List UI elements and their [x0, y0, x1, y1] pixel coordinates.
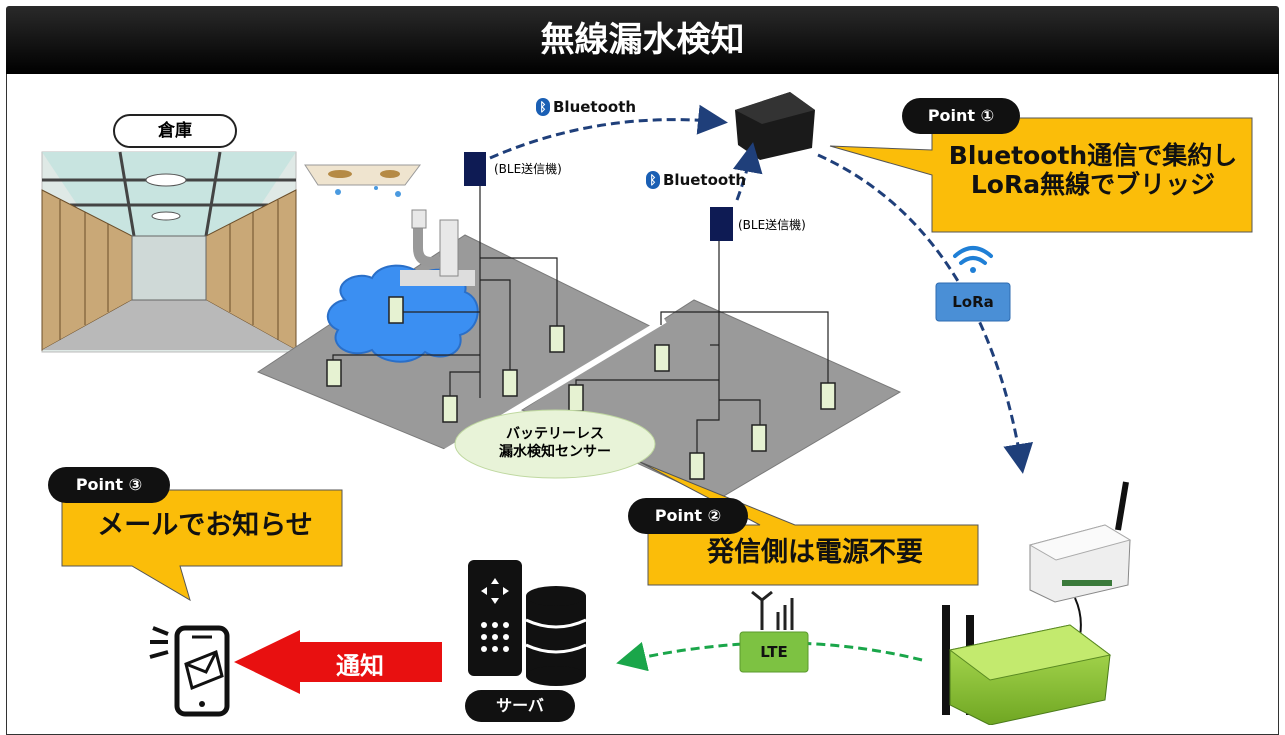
lte-label: LTE: [760, 643, 788, 661]
lora-gateway-device: [1028, 481, 1132, 646]
ble-transmitter-label-1: (BLE送信機): [494, 162, 562, 176]
point2-text: 発信側は電源不要: [707, 537, 923, 568]
point3-tag: Point ③: [48, 467, 170, 503]
lora-box: [935, 282, 1011, 322]
sensor: [654, 344, 670, 372]
bridge-device: [735, 92, 815, 160]
bluetooth-arrow-1: [489, 104, 728, 160]
bluetooth-icon: ᛒ: [536, 98, 550, 116]
lte-box: [739, 631, 809, 673]
title-bar: 無線漏水検知: [6, 6, 1279, 74]
wifi-icon: [953, 246, 993, 273]
notify-arrow: [234, 630, 442, 694]
point1-text: Bluetooth通信で集約し LoRa無線でブリッジ: [948, 141, 1238, 199]
ble-transmitter-label-2: (BLE送信機): [738, 218, 806, 232]
notify-label: 通知: [336, 652, 384, 680]
point3-callout-bg: [61, 489, 343, 602]
pipe-illustration: [400, 209, 475, 286]
server-label: サーバ: [465, 690, 575, 722]
database-icon: [525, 586, 587, 686]
point3-text: メールでお知らせ: [97, 510, 313, 541]
sensor-label: バッテリーレス 漏水検知センサー: [499, 426, 611, 460]
warehouse-label: 倉庫: [113, 114, 237, 148]
sensor: [502, 369, 518, 397]
sensor: [442, 395, 458, 423]
warehouse-illustration: [41, 151, 297, 353]
point1-tag: Point ①: [902, 98, 1020, 134]
lte-gateway-device: [942, 605, 1112, 725]
point2-tag: Point ②: [628, 498, 748, 534]
sensor: [326, 359, 342, 387]
mail-icon: [184, 649, 224, 691]
ble-transmitter-2: [710, 207, 733, 241]
ble-transmitter-1: [464, 152, 486, 186]
smartphone-icon: [149, 625, 230, 717]
sensor: [820, 382, 836, 410]
page-title: 無線漏水検知: [540, 20, 745, 60]
sensor: [689, 452, 705, 480]
sensor-label-bg: [454, 409, 656, 479]
ceiling-leak-illustration: [304, 164, 421, 197]
antenna-icon: [751, 590, 794, 630]
wiring-left: [332, 185, 558, 398]
sensor: [549, 325, 565, 353]
sensor: [568, 384, 584, 412]
point1-callout-bg: [829, 117, 1253, 233]
lora-arrow: [817, 153, 1034, 474]
wiring-right: [575, 240, 829, 455]
bluetooth-arrow-2: [732, 142, 763, 201]
bluetooth-icon: ᛒ: [646, 171, 660, 189]
sensor: [388, 296, 404, 324]
lora-label: LoRa: [952, 293, 994, 311]
server-icon: [468, 560, 522, 676]
sensor: [751, 424, 767, 452]
